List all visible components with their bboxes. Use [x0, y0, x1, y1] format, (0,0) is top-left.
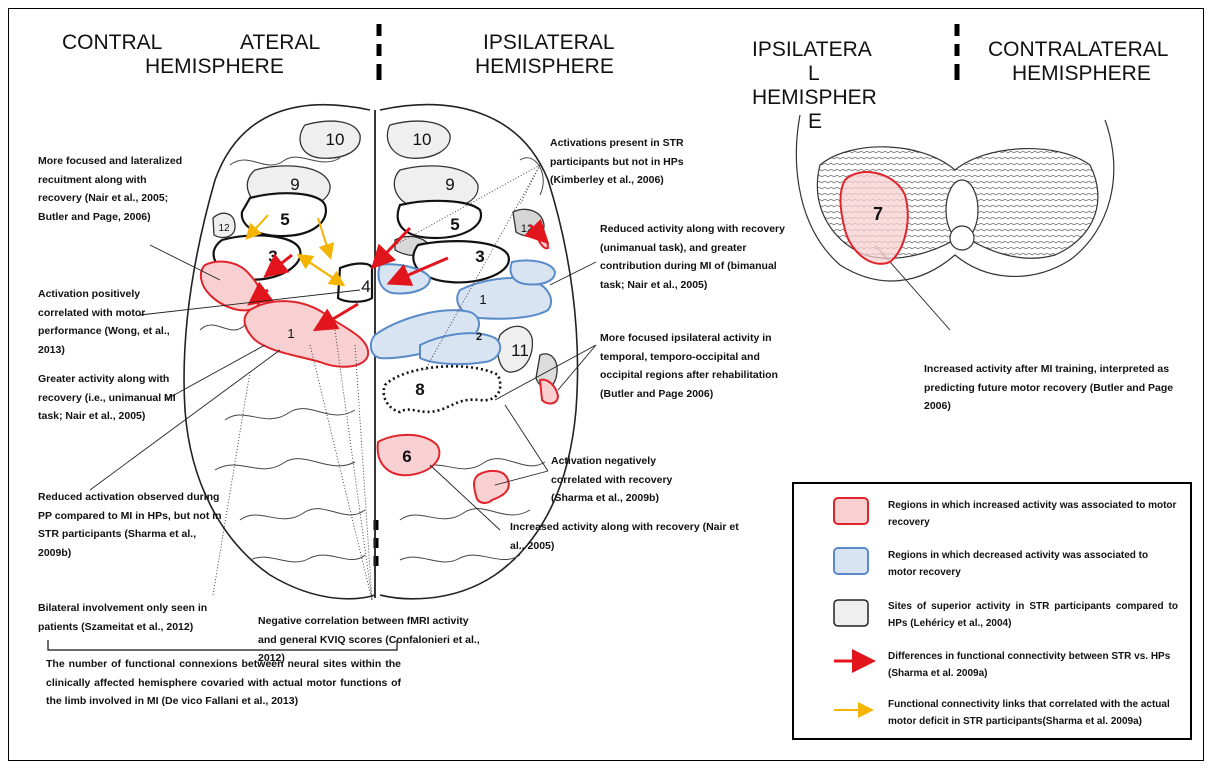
- legend-red-region: Regions in which increased activity was …: [888, 500, 1177, 528]
- annotation-negative-correlation: Negative correlation between fMRI activi…: [258, 615, 480, 664]
- annotation-reduced-activity: Reduced activity along with recovery (un…: [600, 223, 785, 291]
- red-regions: [199, 230, 560, 504]
- annotation-more-focused-ipsi: More focused ipsilateral activity in tem…: [600, 332, 778, 400]
- label-9-left: 9: [290, 175, 299, 194]
- annotation-connexions: The number of functional connexions betw…: [46, 658, 401, 707]
- legend-grey-site: Sites of superior activity in STR partic…: [888, 601, 1178, 629]
- label-12-left: 12: [218, 223, 230, 234]
- header-cereb-ipsi-2: L: [808, 62, 820, 85]
- label-5-left: 5: [280, 210, 289, 229]
- annotation-activation-positive: Activation positively correlated with mo…: [38, 288, 170, 356]
- label-10-left: 10: [326, 130, 345, 149]
- brain-gyri: [199, 156, 546, 563]
- header-contralateral-left-c: HEMISPHERE: [145, 55, 284, 78]
- annotation-increased-recovery: Increased activity along with recovery (…: [510, 521, 739, 552]
- header-ipsilateral-a: IPSILATERAL: [483, 31, 615, 54]
- label-4-left: 4: [361, 277, 370, 296]
- label-3-left: 3: [268, 247, 277, 266]
- header-cereb-ipsi-1: IPSILATERA: [752, 38, 872, 61]
- bracket: [47, 640, 398, 651]
- label-3-right: 3: [475, 247, 484, 266]
- region-7: [839, 171, 909, 265]
- annotation-bilateral: Bilateral involvement only seen in patie…: [38, 602, 208, 633]
- header-cereb-contra-1: CONTRALATERAL: [988, 38, 1169, 61]
- annotation-cerebellum-increased: Increased activity after MI training, in…: [924, 363, 1174, 412]
- annotation-greater-activity: Greater activity along with recovery (i.…: [38, 373, 176, 422]
- header-contralateral-left-a: CONTRAL: [62, 31, 163, 54]
- header-cereb-ipsi-3: HEMISPHER: [752, 86, 877, 109]
- annotation-focused-recruitment: More focused and lateralized recuitment …: [38, 155, 183, 223]
- label-5-right: 5: [450, 215, 459, 234]
- solid-leaders: [89, 244, 951, 531]
- header-ipsilateral-b: HEMISPHERE: [475, 55, 614, 78]
- label-1-right: 1: [479, 292, 486, 307]
- region-8-outline: [382, 365, 502, 414]
- legend-blue-region: Regions in which decreased activity was …: [888, 550, 1149, 578]
- yellow-connectivity-arrows: [245, 214, 346, 287]
- label-1-left: 1: [287, 326, 294, 341]
- label-10-right: 10: [413, 130, 432, 149]
- header-cereb-contra-2: HEMISPHERE: [1012, 62, 1151, 85]
- label-2: 2: [476, 331, 482, 343]
- legend-swatches: [833, 497, 876, 718]
- annotation-activation-negative: Activation negatively correlated with re…: [551, 455, 673, 504]
- annotation-reduced-pp: Reduced activation observed during PP co…: [38, 491, 222, 559]
- label-11: 11: [511, 341, 529, 360]
- legend-box: [792, 482, 1192, 740]
- legend-red-arrow: Differences in functional connectivity b…: [888, 651, 1171, 679]
- legend-yellow-arrow: Functional connectivity links that corre…: [888, 699, 1170, 727]
- label-9-right: 9: [445, 175, 454, 194]
- figure-frame: [8, 8, 1204, 761]
- label-8: 8: [415, 380, 424, 399]
- annotation-present-str: Activations present in STR participants …: [550, 137, 684, 186]
- red-connectivity-arrows: [247, 218, 550, 332]
- header-contralateral-left-b: ATERAL: [240, 31, 321, 54]
- label-6: 6: [402, 447, 411, 466]
- header-cereb-ipsi-4: E: [808, 110, 823, 133]
- leader-lines: [212, 164, 541, 601]
- label-7: 7: [873, 204, 883, 224]
